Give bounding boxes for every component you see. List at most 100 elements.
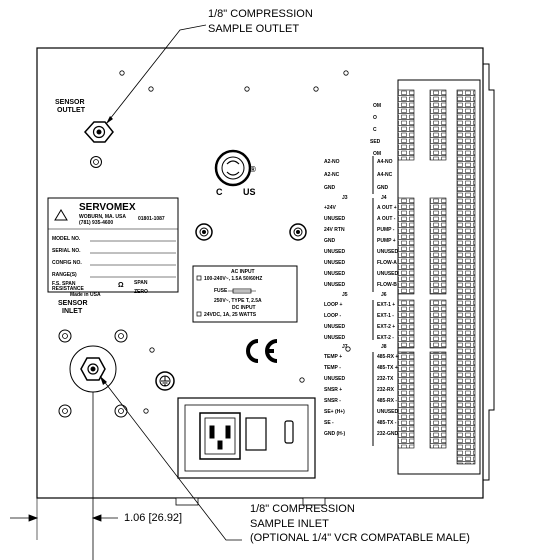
- term-j8-2: 232-TX: [377, 376, 394, 382]
- nameplate-fs-span: F.S. SPAN: [52, 281, 76, 287]
- inlet-callout-line1: 1/8" COMPRESSION: [250, 503, 355, 515]
- term-a-right-0: A4-NO: [377, 159, 393, 165]
- csa-reg-mark: ®: [250, 165, 256, 174]
- panel-screws: [119, 70, 351, 414]
- term-j6-header: J6: [381, 292, 387, 298]
- dimension-label: 1.06 [26.92]: [124, 512, 183, 524]
- nameplate-box: [47, 197, 179, 293]
- term-j3-2: 24V RTN: [324, 227, 345, 233]
- foot-left: [175, 497, 199, 506]
- term-j5-1: LOOP -: [324, 313, 342, 319]
- nameplate-address: WOBURN, MA. USA: [79, 214, 126, 220]
- outlet-leader: [105, 24, 207, 125]
- power-label-box: [192, 265, 298, 323]
- foot-right: [302, 497, 326, 506]
- term-a-left-1: A2-NC: [324, 172, 340, 178]
- term-j4-2: PUMP -: [377, 227, 395, 233]
- nameplate-brand: SERVOMEX: [79, 202, 136, 213]
- term-j3-5: UNUSED: [324, 260, 346, 266]
- power-ac-input: AC INPUT: [231, 269, 255, 275]
- term-j3-1: UNUSED: [324, 216, 346, 222]
- power-entry-module: [177, 397, 316, 479]
- nameplate-ohm: Ω: [118, 282, 124, 289]
- term-j3-6: UNUSED: [324, 271, 346, 277]
- term-a-right-1: A4-NC: [377, 172, 393, 178]
- inlet-callout-line3: (OPTIONAL 1/4" VCR COMPATABLE MALE): [250, 532, 470, 544]
- power-ac-line: 100-240V~, 1.5A 50/60HZ: [204, 276, 263, 282]
- term-j4-5: FLOW-A: [377, 260, 397, 266]
- term-j8-0: 485-RX +: [377, 354, 399, 360]
- nameplate-part: 01801-1087: [138, 216, 165, 222]
- ce-mark: [246, 339, 278, 363]
- power-dc-line: 24VDC, 1A, 25 WATTS: [204, 312, 257, 318]
- sensor-outlet-label-2: OUTLET: [57, 107, 85, 114]
- sensor-inlet-fitting: [69, 345, 117, 393]
- power-fuse: FUSE: [214, 288, 228, 294]
- term-j8-4: 485-RX -: [377, 398, 398, 404]
- term-j3-7: UNUSED: [324, 282, 346, 288]
- ground-symbol: [155, 371, 175, 391]
- sensor-outlet-label-1: SENSOR: [55, 99, 85, 106]
- term-j4-1: A OUT -: [377, 216, 396, 222]
- nameplate-made-in: Made in USA: [70, 292, 101, 298]
- term-j3-3: GND: [324, 238, 336, 244]
- inlet-callout-line2: SAMPLE INLET: [250, 518, 329, 530]
- term-j8-3: 232-RX: [377, 387, 394, 393]
- term-j3-header: J3: [342, 195, 348, 201]
- csa-c-label: C: [216, 187, 223, 197]
- term-j8-6: 485-TX -: [377, 420, 397, 426]
- inlet-leader: [99, 375, 242, 541]
- term-j7-5: SE+ (H+): [324, 409, 345, 415]
- sensor-inlet-label-1: SENSOR: [58, 300, 88, 307]
- term-j5-0: LOOP +: [324, 302, 343, 308]
- outlet-callout-line2: SAMPLE OUTLET: [208, 23, 300, 35]
- term-top-4: OM: [373, 151, 382, 157]
- term-j7-2: UNUSED: [324, 376, 346, 382]
- power-dc-input: DC INPUT: [232, 305, 256, 311]
- nameplate-field-config: CONFIG NO.: [52, 260, 82, 266]
- term-j8-7: 232-GND: [377, 431, 399, 437]
- term-j4-3: PUMP +: [377, 238, 396, 244]
- term-j6-2: EXT-2 +: [377, 324, 396, 330]
- dimension-lines: [10, 392, 118, 560]
- nameplate-field-serial: SERIAL NO.: [52, 248, 81, 254]
- term-a-right-2: GND: [377, 185, 389, 191]
- term-top-0: OM: [373, 103, 382, 109]
- nameplate-field-range: RANGE(S): [52, 272, 77, 278]
- nameplate-span: SPAN: [134, 280, 148, 286]
- term-j5-2: UNUSED: [324, 324, 346, 330]
- term-j5-header: J5: [342, 292, 348, 298]
- power-fuse-rating: 250V~, TYPE T, 2.5A: [214, 298, 262, 304]
- term-j6-3: EXT-2 -: [377, 335, 394, 341]
- term-top-2: C: [373, 127, 377, 133]
- term-j7-1: TEMP -: [324, 365, 341, 371]
- term-j4-0: A OUT +: [377, 205, 397, 211]
- term-j4-4: UNUSED: [377, 249, 399, 255]
- sensor-inlet-label-2: INLET: [62, 308, 83, 315]
- term-j8-5: UNUSED: [377, 409, 399, 415]
- nameplate-field-model: MODEL NO.: [52, 236, 81, 242]
- mounting-bushing-left: [195, 223, 213, 241]
- term-a-left-2: GND: [324, 185, 336, 191]
- nameplate-resistance: RESISTANCE: [52, 286, 84, 292]
- term-j3-0: +24V: [324, 205, 336, 211]
- term-j8-header: J8: [381, 344, 387, 350]
- csa-logo: [214, 149, 252, 187]
- term-j6-0: EXT-1 +: [377, 302, 396, 308]
- nameplate-zero: ZERO: [134, 289, 148, 295]
- terminal-strip: [372, 79, 481, 475]
- csa-us-label: US: [243, 187, 256, 197]
- back-panel-outline: [36, 47, 484, 499]
- term-j4-6: UNUSED: [377, 271, 399, 277]
- term-j7-0: TEMP +: [324, 354, 343, 360]
- term-a-left-0: A2-NO: [324, 159, 340, 165]
- term-top-3: SED: [370, 139, 381, 145]
- term-j7-3: SNSR +: [324, 387, 343, 393]
- nameplate-phone: (781) 935-4600: [79, 220, 114, 226]
- term-j7-7: GND (H-): [324, 431, 346, 437]
- term-j3-4: UNUSED: [324, 249, 346, 255]
- mounting-bushing-right: [289, 223, 307, 241]
- term-j6-1: EXT-1 -: [377, 313, 394, 319]
- term-top-1: O: [373, 115, 377, 121]
